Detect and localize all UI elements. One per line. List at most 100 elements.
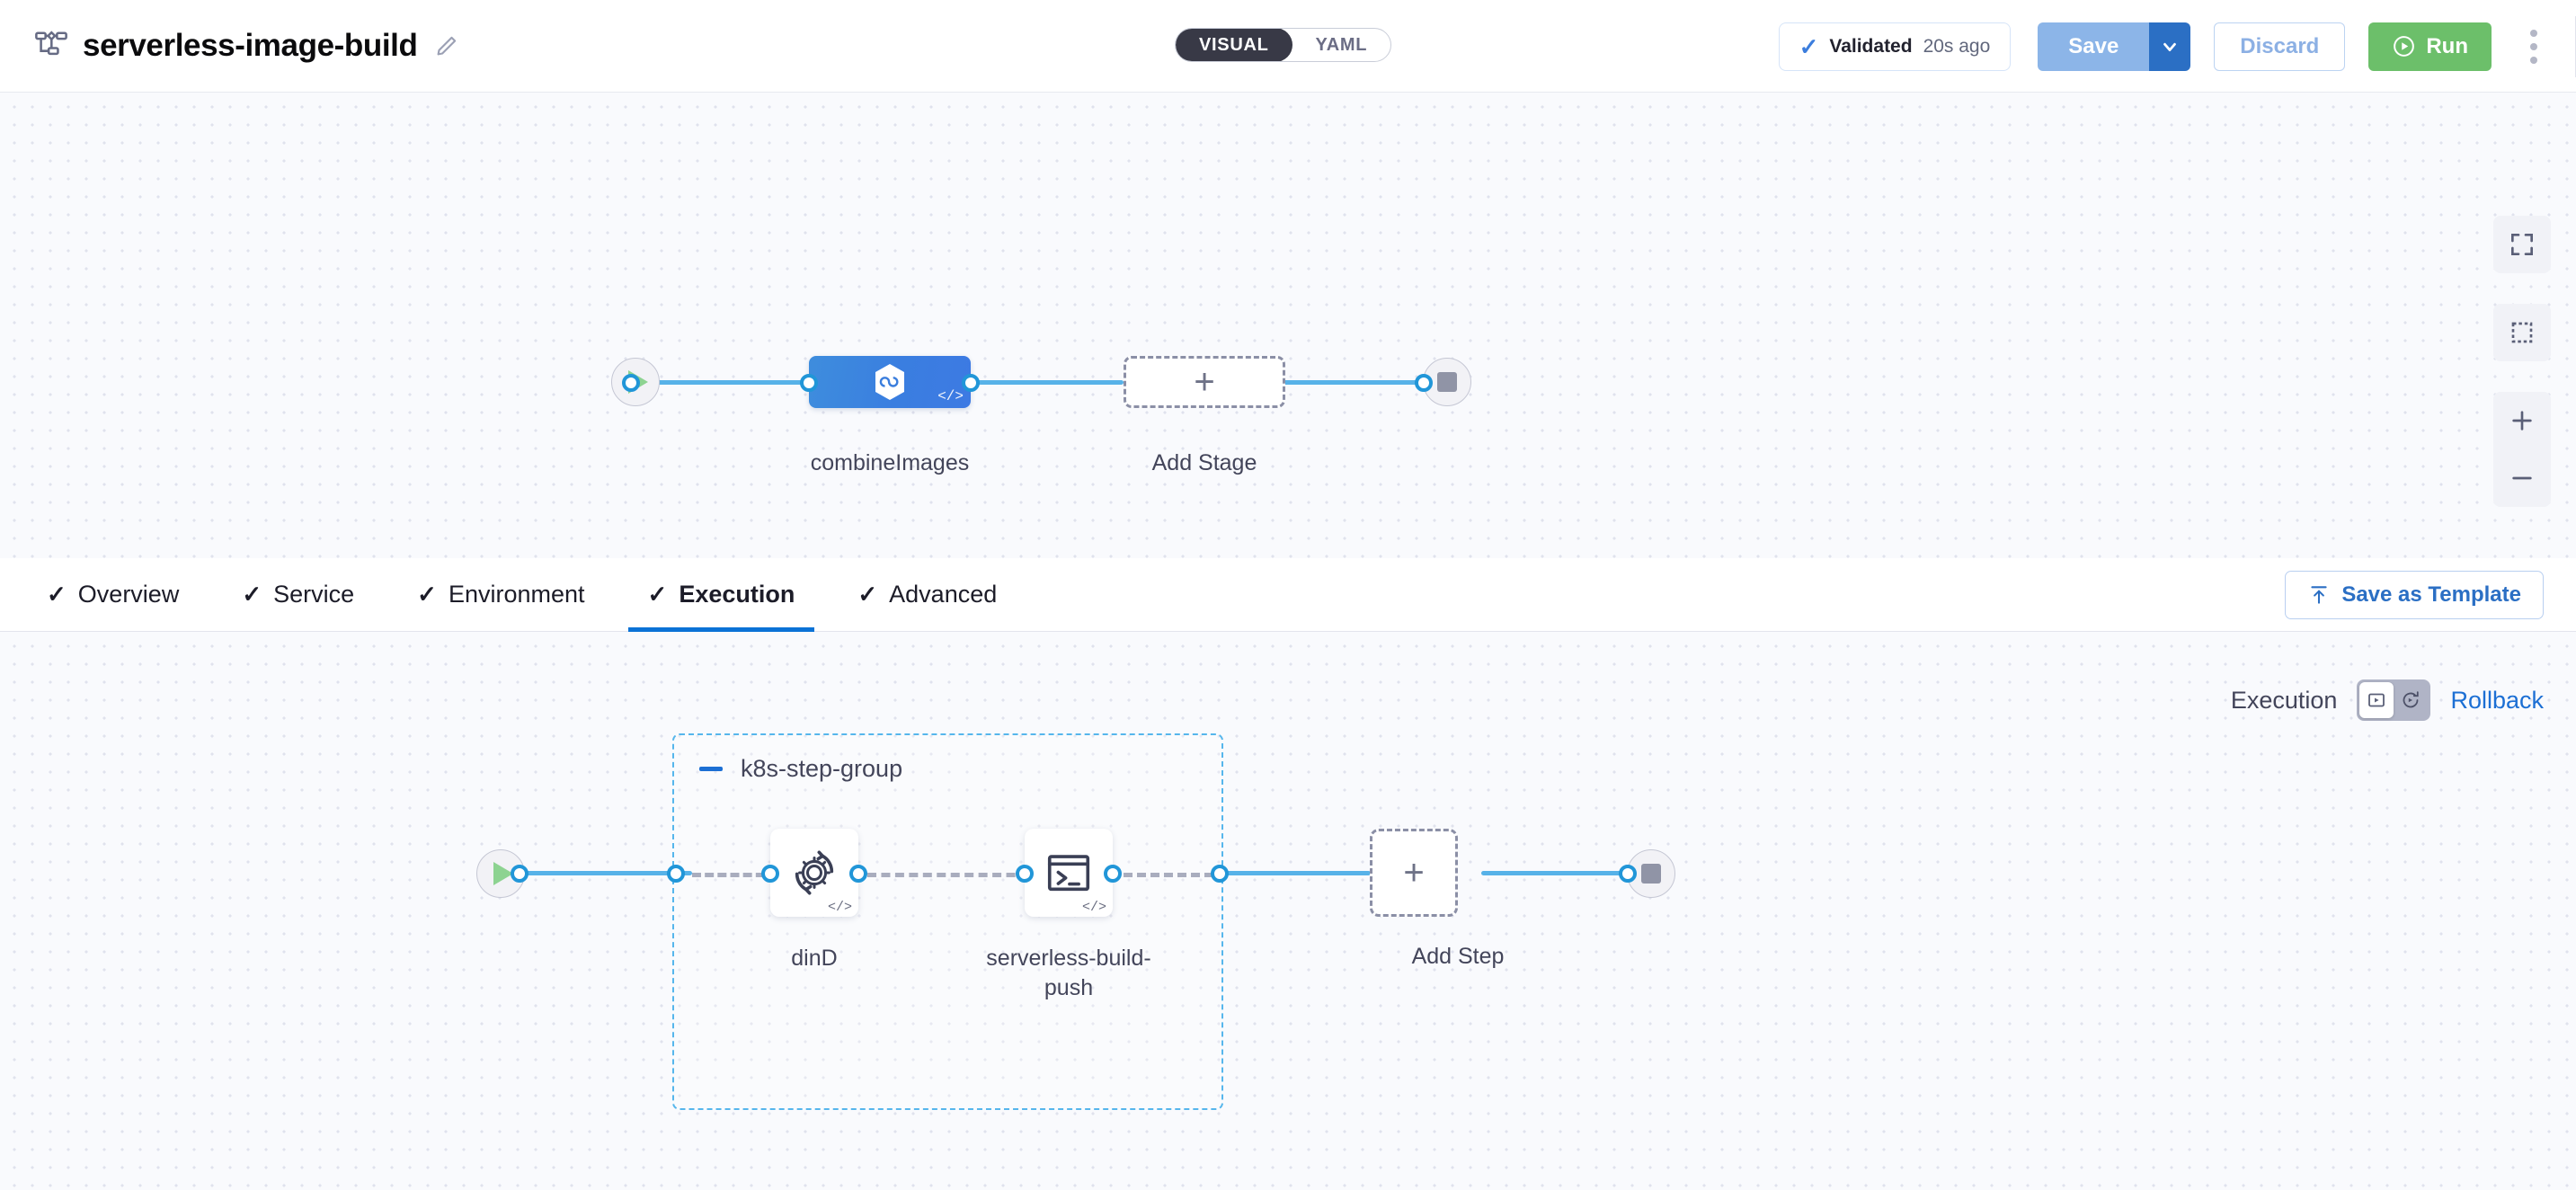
- selection-box-button[interactable]: [2493, 304, 2551, 361]
- add-stage-button[interactable]: +: [1124, 356, 1285, 408]
- rollback-view-icon: [2403, 691, 2420, 708]
- execution-graph-canvas[interactable]: [0, 632, 2576, 1190]
- validation-status-badge[interactable]: ✓ Validated 20s ago: [1778, 22, 2012, 71]
- stage-config-tabs: ✓ Overview ✓ Service ✓ Environment ✓ Exe…: [0, 558, 2576, 632]
- add-stage-label: Add Stage: [1151, 450, 1257, 475]
- step-group-header[interactable]: k8s-step-group: [699, 755, 902, 783]
- toggle-yaml[interactable]: YAML: [1315, 34, 1368, 55]
- ci-hexagon-infinity-icon: [868, 360, 911, 404]
- execution-rollback-switcher: Execution Rollback: [2231, 679, 2544, 721]
- vertical-kebab-icon[interactable]: [2511, 20, 2556, 74]
- plus-icon: [2512, 411, 2532, 431]
- connector-addstage-to-end: [1276, 380, 1447, 385]
- save-dropdown-button[interactable]: [2149, 22, 2191, 71]
- run-button[interactable]: Run: [2368, 22, 2492, 71]
- tab-environment-label: Environment: [448, 581, 585, 608]
- canvas-controls: [2493, 216, 2551, 507]
- execution-view-button[interactable]: [2359, 682, 2394, 718]
- tab-environment[interactable]: ✓ Environment: [397, 558, 604, 632]
- step-label-dind: dinD: [791, 946, 838, 971]
- save-split-button[interactable]: Save: [2038, 22, 2191, 71]
- stage-graph-canvas[interactable]: </> combineImages + Add Stage: [0, 93, 2576, 558]
- connector-dind-to-buildpush: [867, 873, 1029, 877]
- tab-advanced[interactable]: ✓ Advanced: [838, 558, 1017, 632]
- tab-service-label: Service: [273, 581, 355, 608]
- zoom-controls: [2493, 392, 2551, 507]
- plus-icon: +: [1194, 362, 1215, 402]
- save-as-template-button[interactable]: Save as Template: [2285, 571, 2544, 619]
- save-button[interactable]: Save: [2038, 22, 2150, 71]
- tab-advanced-label: Advanced: [889, 581, 998, 608]
- edit-pencil-icon[interactable]: [433, 32, 460, 59]
- toggle-visual[interactable]: VISUAL: [1176, 29, 1292, 61]
- stage-in-dot: [800, 374, 818, 392]
- execution-end-node[interactable]: [1627, 849, 1675, 898]
- minus-icon[interactable]: [699, 767, 723, 771]
- stop-icon: [1641, 864, 1661, 884]
- discard-button[interactable]: Discard: [2214, 22, 2346, 71]
- upload-template-icon: [2311, 586, 2327, 604]
- step-group-title: k8s-step-group: [741, 755, 903, 782]
- fit-screen-icon: [2511, 234, 2533, 255]
- step-node-dind[interactable]: </>: [770, 829, 858, 917]
- save-as-template-label: Save as Template: [2341, 582, 2521, 607]
- dind-out-dot: [849, 865, 867, 883]
- code-badge-icon: </>: [937, 388, 964, 404]
- tab-execution[interactable]: ✓ Execution: [627, 558, 815, 632]
- tab-execution-label: Execution: [679, 581, 795, 608]
- step-label-serverless-build-push: serverless-build-push: [986, 946, 1151, 1000]
- validation-status-text: Validated: [1829, 35, 1913, 57]
- start-connector-dot: [622, 374, 640, 392]
- stop-icon: [1437, 372, 1457, 392]
- rollback-link[interactable]: Rollback: [2450, 686, 2544, 714]
- end-connector-dot: [1415, 374, 1433, 392]
- step-group-k8s[interactable]: k8s-step-group: [672, 733, 1223, 1110]
- play-icon: [493, 862, 513, 885]
- check-icon: ✓: [47, 581, 67, 608]
- page-title: serverless-image-build: [83, 28, 418, 63]
- stage-node-combineimages[interactable]: </>: [809, 356, 971, 408]
- execution-rollback-toggle[interactable]: [2357, 679, 2431, 721]
- validation-timestamp: 20s ago: [1923, 35, 1991, 57]
- connector-addstep-to-end: [1481, 871, 1652, 875]
- tab-overview[interactable]: ✓ Overview: [27, 558, 199, 632]
- check-icon: ✓: [417, 581, 437, 608]
- connector-stage-to-addstage: [975, 380, 1124, 385]
- rollback-view-button[interactable]: [2394, 682, 2428, 718]
- buildpush-in-dot: [1016, 865, 1034, 883]
- execution-label: Execution: [2230, 686, 2338, 714]
- check-icon: ✓: [242, 581, 262, 608]
- header-left-group: serverless-image-build: [34, 28, 460, 64]
- add-step-label: Add Step: [1411, 944, 1505, 969]
- check-icon: ✓: [1799, 32, 1819, 60]
- tab-overview-label: Overview: [77, 581, 180, 608]
- check-icon: ✓: [857, 581, 878, 608]
- connector-group-to-addstep: [1222, 871, 1371, 875]
- add-step-button[interactable]: +: [1370, 829, 1458, 917]
- execution-start-dot: [511, 865, 529, 883]
- group-entry-dot: [667, 865, 685, 883]
- connector-start-to-stage: [638, 380, 809, 385]
- chevron-down-icon: [2163, 42, 2177, 51]
- check-icon: ✓: [647, 581, 668, 608]
- code-badge-icon: </>: [1081, 900, 1106, 915]
- pipeline-icon: [34, 29, 68, 63]
- stage-out-dot: [962, 374, 980, 392]
- play-circle-icon: [2394, 36, 2415, 57]
- app-header: serverless-image-build VISUAL YAML ✓ Val…: [0, 0, 2576, 93]
- dashed-square-icon: [2511, 322, 2533, 343]
- terminal-icon: [1047, 855, 1090, 892]
- stage-label-combineimages: combineImages: [810, 450, 970, 475]
- step-node-serverless-build-push[interactable]: </>: [1025, 829, 1113, 917]
- zoom-out-button[interactable]: [2493, 449, 2551, 507]
- tab-service[interactable]: ✓ Service: [222, 558, 374, 632]
- view-mode-toggle[interactable]: VISUAL YAML: [1175, 28, 1392, 62]
- connector-group-to-dind: [692, 873, 777, 877]
- execution-end-dot: [1619, 865, 1637, 883]
- execution-view-icon: [2368, 693, 2385, 707]
- fit-to-screen-button[interactable]: [2493, 216, 2551, 273]
- zoom-in-button[interactable]: [2493, 392, 2551, 449]
- code-badge-icon: </>: [827, 900, 852, 915]
- run-button-label: Run: [2426, 33, 2468, 58]
- minus-icon: [2512, 476, 2532, 480]
